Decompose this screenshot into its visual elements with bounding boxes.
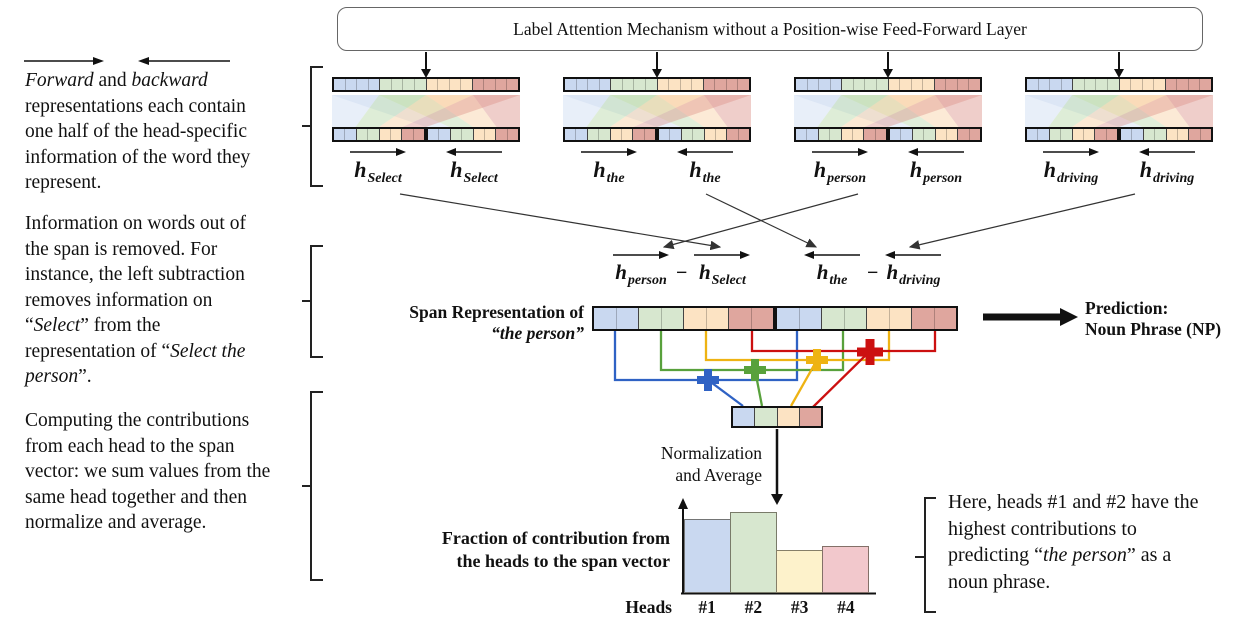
h-backward-label: hSelect: [432, 147, 516, 187]
left-arrow-icon: [804, 251, 860, 259]
note-phrase: the person: [1042, 544, 1127, 566]
h-backward-label: hdriving: [1125, 147, 1209, 187]
split-representation-bar: [1025, 127, 1213, 142]
span-representation-label: Span Representation of “the person”: [409, 302, 584, 343]
head-sum-bar: [731, 406, 823, 428]
red-plus-icon: [857, 339, 883, 365]
h-forward-label: hSelect: [336, 147, 420, 187]
split-representation-bar: [563, 127, 751, 142]
left-arrow-icon: [446, 148, 502, 156]
note-text: Information on words out of the span is …: [25, 213, 246, 336]
plus-icons: [697, 339, 883, 391]
note-text: representations each contain one half of…: [25, 95, 251, 194]
chart-axes: [678, 498, 876, 595]
head-sum-connectors: [613, 331, 937, 408]
left-arrow-icon: [677, 148, 733, 156]
attention-unit-select: hSelect hSelect: [332, 77, 520, 202]
note-forward-backward: Forward and backward representations eac…: [24, 56, 273, 196]
forward-arrow-icon: [24, 57, 104, 65]
tick-head2: #2: [744, 597, 763, 617]
minus-sign: −: [676, 262, 688, 284]
h-backward-label: hthe: [663, 147, 747, 187]
split-representation-bar: [794, 127, 982, 142]
top-representation-bar: [1025, 77, 1213, 92]
right-arrow-icon: [581, 148, 637, 156]
h-forward-label: hperson: [798, 147, 882, 187]
note-text: Here, heads #1 and #2 have the highest c…: [948, 491, 1199, 566]
note-span-removal: Information on words out of the span is …: [25, 211, 271, 390]
span-representation-bar: [592, 306, 958, 331]
right-arrow-icon: [812, 148, 868, 156]
h-backward-term: hdriving: [884, 250, 942, 289]
bracket-contrib: [302, 391, 323, 581]
brackets: [302, 66, 936, 613]
chart-tick-labels: #1 #2 #3 #4: [684, 597, 869, 618]
title-box-label: Label Attention Mechanism without a Posi…: [513, 18, 1027, 39]
h-forward-label: hthe: [567, 147, 651, 187]
top-representation-bar: [332, 77, 520, 92]
attention-unit-driving: hdriving hdriving: [1025, 77, 1213, 202]
chart-bar-head2: [730, 512, 777, 593]
right-arrow-icon: [613, 251, 669, 259]
tick-head4: #4: [837, 597, 855, 617]
h-forward-label: hdriving: [1029, 147, 1113, 187]
h-forward-term: hperson: [612, 250, 670, 289]
note-word-forward: Forward: [25, 70, 94, 91]
h-backward-label: hperson: [894, 147, 978, 187]
right-arrow-icon: [694, 251, 751, 259]
bracket-span: [302, 245, 323, 358]
chart-xlabel: Heads: [625, 597, 672, 617]
attention-unit-person: hperson hperson: [794, 77, 982, 202]
right-arrow-icon: [1043, 148, 1099, 156]
right-arrow-icon: [350, 148, 406, 156]
backward-arrow-icon: [138, 57, 230, 65]
note-word-backward: backward: [131, 70, 208, 91]
attention-unit-the: hthe hthe: [563, 77, 751, 202]
left-arrow-icon: [1139, 148, 1195, 156]
green-plus-icon: [744, 359, 766, 381]
h-forward-term: hSelect: [693, 250, 751, 289]
minus-sign: −: [867, 262, 879, 284]
subtraction-formula-right: hthe − hdriving: [803, 250, 942, 289]
chart-bar-head3: [776, 550, 823, 593]
tick-head1: #1: [698, 597, 716, 617]
label-to-formula-arrows: [399, 193, 1136, 251]
normalization-arrow: [771, 429, 783, 505]
normalization-label: Normalization and Average: [660, 443, 762, 485]
prediction-label: Prediction: Noun Phrase (NP): [1085, 298, 1222, 339]
note-text: and: [93, 70, 132, 91]
top-representation-bar: [794, 77, 982, 92]
bracket-units: [302, 66, 323, 187]
chart-interpretation-note: Here, heads #1 and #2 have the highest c…: [948, 489, 1210, 595]
contribution-bar-chart: [684, 501, 874, 593]
chart-bar-head4: [822, 546, 869, 593]
note-contributions: Computing the contributions from each he…: [25, 408, 271, 536]
split-representation-bar: [332, 127, 520, 142]
prediction-arrow: [983, 308, 1078, 326]
subtraction-formula-left: hperson − hSelect: [612, 250, 751, 289]
chart-bar-head1: [684, 519, 731, 593]
bracket-chart-note: [915, 497, 936, 613]
left-arrow-icon: [885, 251, 942, 259]
top-representation-bar: [563, 77, 751, 92]
title-box: Label Attention Mechanism without a Posi…: [337, 7, 1203, 51]
tick-head3: #3: [790, 597, 809, 617]
left-arrow-icon: [908, 148, 964, 156]
note-text: Computing the contributions from each he…: [25, 410, 271, 533]
note-text: ” as a noun phrase.: [948, 544, 1172, 593]
note-text: ”.: [78, 366, 92, 387]
note-word-select: Select: [33, 315, 81, 336]
note-text: ” from the representation of “: [25, 315, 171, 362]
h-backward-term: hthe: [803, 250, 861, 289]
yellow-plus-icon: [806, 349, 828, 371]
title-down-arrows: [421, 52, 1124, 78]
blue-plus-icon: [697, 369, 719, 391]
chart-title: Fraction of contribution from the heads …: [441, 528, 670, 571]
note-phrase: Select the person: [25, 340, 246, 388]
